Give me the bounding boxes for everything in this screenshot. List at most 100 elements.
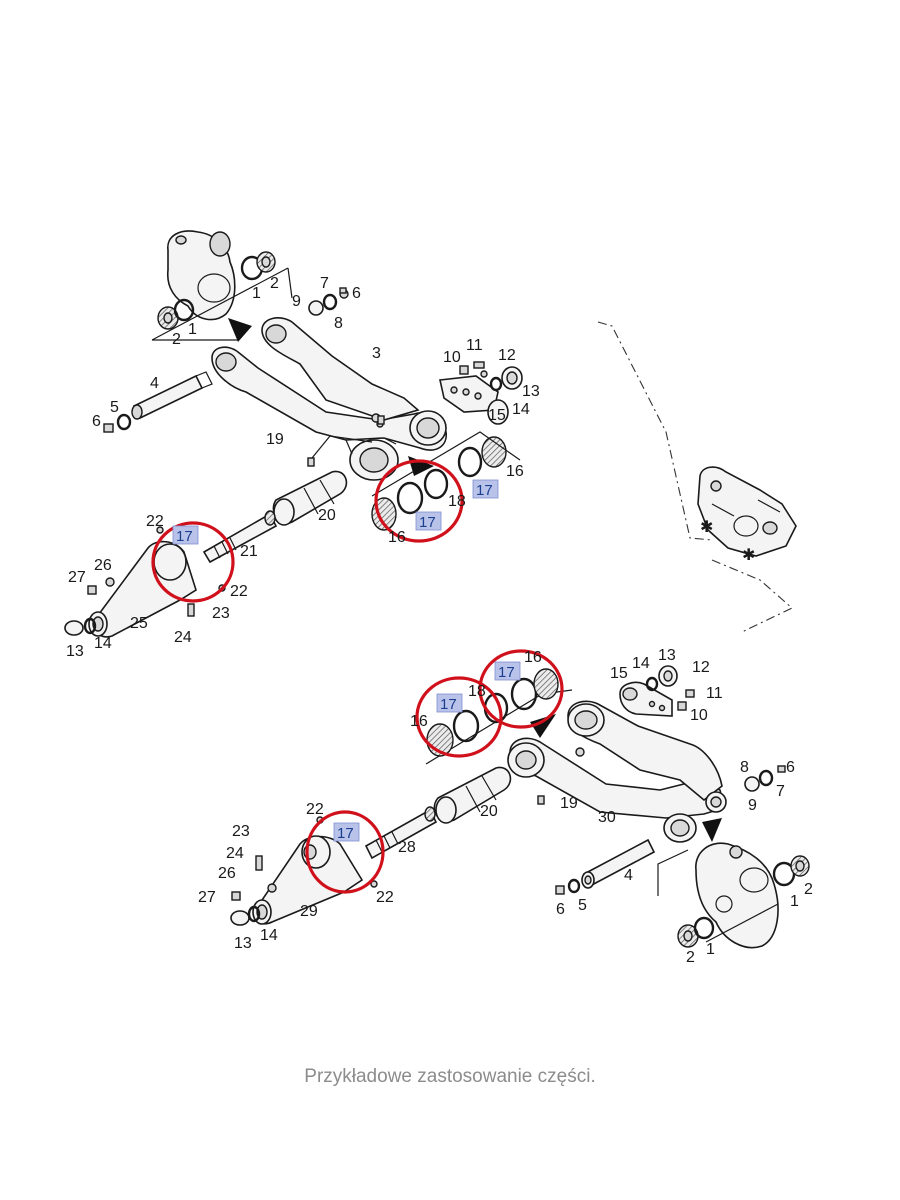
- top-label-13a: 13: [522, 383, 540, 400]
- bottom-bolts-23-26-27: [231, 855, 277, 901]
- caption: Przykładowe zastosowanie części.: [304, 1066, 596, 1087]
- badge-17-bottom-right-label: 17: [498, 664, 515, 681]
- top-part-labels: 1 2 1 2 3 4 5 6 6 7 8 9 10 11 12 13 14 1…: [66, 275, 540, 660]
- highlight-circles: [151, 459, 564, 894]
- bottom-label-2a: 2: [804, 881, 813, 898]
- top-label-22b: 22: [230, 583, 248, 600]
- bottom-knuckle-housing: [657, 842, 779, 949]
- top-hub-25: [88, 540, 197, 638]
- badge-17-top-stack-inner: [415, 511, 442, 531]
- top-cap-13: [64, 617, 97, 636]
- top-label-18: 18: [448, 493, 466, 510]
- top-label-6b: 6: [352, 285, 361, 302]
- top-label-26: 26: [94, 557, 112, 574]
- top-label-12: 12: [498, 347, 516, 364]
- bottom-label-15: 15: [610, 665, 628, 682]
- top-label-6a: 6: [92, 413, 101, 430]
- tractor-axle-inset: ✱ ✱: [597, 321, 797, 633]
- bottom-label-13b: 13: [234, 935, 252, 952]
- bottom-label-14b: 14: [260, 927, 278, 944]
- top-label-5: 5: [110, 399, 119, 416]
- badge-17-top-stack-outer: [472, 479, 499, 499]
- top-label-4: 4: [150, 375, 159, 392]
- bottom-arrow-knuckle: [702, 818, 722, 842]
- bottom-label-8: 8: [740, 759, 749, 776]
- bottom-label-22b: 22: [376, 889, 394, 906]
- bottom-swing-arm: [507, 700, 727, 843]
- bottom-label-11: 11: [706, 685, 723, 702]
- bottom-label-13a: 13: [658, 647, 676, 664]
- bottom-label-26: 26: [218, 865, 236, 882]
- bottom-assembly: [230, 665, 810, 949]
- bottom-label-5: 5: [578, 897, 587, 914]
- bottom-label-29: 29: [300, 903, 318, 920]
- top-assembly: [64, 230, 523, 638]
- top-label-14b: 14: [94, 635, 112, 652]
- highlight-circle-bottom-right-stack: [478, 649, 564, 729]
- bottom-part-labels: 16 16 18 15 14 13 12 11 10 8 6 7 9 19 20…: [198, 647, 813, 966]
- bottom-label-4: 4: [624, 867, 633, 884]
- top-label-14a: 14: [512, 401, 530, 418]
- bottom-bearing-set-lower: [677, 916, 715, 948]
- svg-text:✱: ✱: [700, 519, 713, 536]
- highlight-circle-bottom-left-stack: [415, 676, 503, 758]
- bottom-parts-7-8-9: [744, 765, 786, 792]
- bottom-arrow-stack: [530, 714, 556, 738]
- top-label-2b: 2: [172, 331, 181, 348]
- bottom-bearing-set-right: [772, 855, 810, 887]
- top-label-21: 21: [240, 543, 258, 560]
- bottom-label-22a: 22: [306, 801, 324, 818]
- top-label-1a: 1: [252, 285, 261, 302]
- top-label-7: 7: [320, 275, 329, 292]
- bottom-label-6a: 6: [786, 759, 795, 776]
- bottom-label-16a: 16: [524, 649, 542, 666]
- highlight-circle-bottom-hub: [305, 810, 385, 894]
- bottom-label-12: 12: [692, 659, 710, 676]
- bottom-label-27: 27: [198, 889, 216, 906]
- top-pin-4: [131, 371, 213, 420]
- top-label-16a: 16: [506, 463, 524, 480]
- top-label-27: 27: [68, 569, 86, 586]
- top-arrow-knuckle: [228, 318, 252, 342]
- badge-17-bottom-left-label: 17: [440, 696, 457, 713]
- top-bracket-15: [439, 361, 523, 425]
- top-label-19: 19: [266, 431, 284, 448]
- bottom-label-6b: 6: [556, 901, 565, 918]
- bottom-label-28: 28: [398, 839, 416, 856]
- bottom-seal-5-bolt-6: [555, 878, 581, 895]
- top-label-16b: 16: [388, 529, 406, 546]
- bottom-label-1b: 1: [706, 941, 715, 958]
- bottom-label-1a: 1: [790, 893, 799, 910]
- badge-17-bottom-hub: [333, 822, 360, 842]
- top-grease-nipple-19: [307, 415, 385, 467]
- bottom-label-23: 23: [232, 823, 250, 840]
- badge-17-bottom-left: [436, 693, 463, 713]
- bottom-label-20: 20: [480, 803, 498, 820]
- top-label-8: 8: [334, 315, 343, 332]
- bottom-label-7: 7: [776, 783, 785, 800]
- top-bearing-set-upper: [240, 251, 276, 281]
- top-seal-stack: [371, 431, 521, 531]
- highlight-circle-top-stack: [374, 459, 464, 543]
- badge-17-top-stack-outer-label: 17: [476, 482, 493, 499]
- top-shaft-21: [202, 510, 278, 564]
- bottom-pin-4: [581, 838, 656, 889]
- top-bolt-6: [103, 423, 114, 433]
- bottom-label-9: 9: [748, 797, 757, 814]
- top-label-23: 23: [212, 605, 230, 622]
- bottom-label-16b: 16: [410, 713, 428, 730]
- part-17-badges: 17 17 17 17 17 17: [172, 479, 521, 842]
- top-label-15: 15: [488, 407, 506, 424]
- bottom-bushing-20: [433, 766, 512, 824]
- bottom-label-19: 19: [560, 795, 578, 812]
- top-label-20: 20: [318, 507, 336, 524]
- bottom-label-2b: 2: [686, 949, 695, 966]
- badge-17-top-stack-inner-label: 17: [419, 514, 436, 531]
- top-label-13b: 13: [66, 643, 84, 660]
- top-label-24: 24: [174, 629, 192, 646]
- badge-17-bottom-hub-label: 17: [337, 825, 354, 842]
- top-label-25: 25: [130, 615, 148, 632]
- top-bearing-set-lower: [157, 298, 195, 330]
- badge-17-bottom-right: [494, 661, 521, 681]
